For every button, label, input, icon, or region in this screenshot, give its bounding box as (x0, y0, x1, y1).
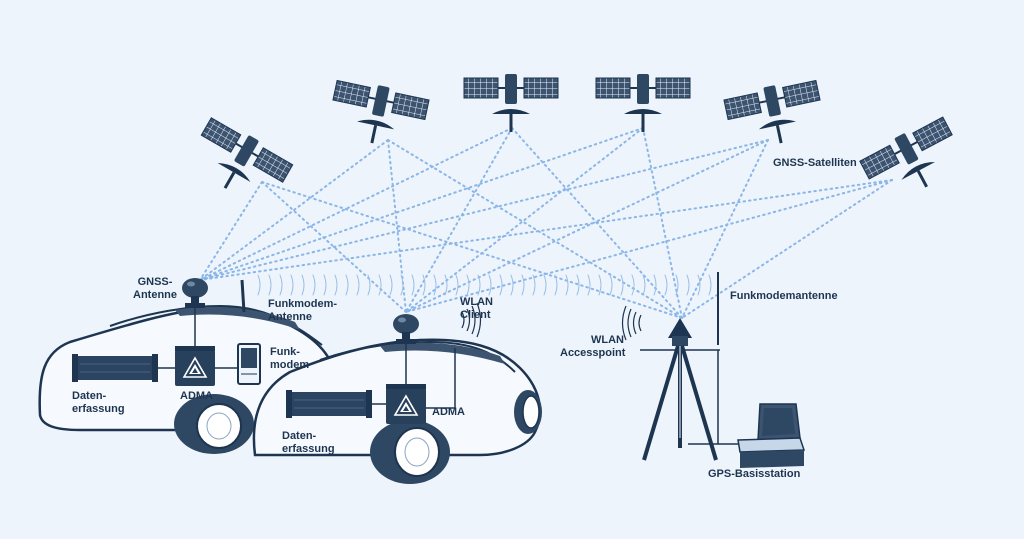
satellite (856, 112, 970, 211)
adma-icon (385, 383, 427, 425)
data-logger-icon (71, 353, 159, 383)
radio-modem-icon (237, 343, 261, 385)
signal-line (199, 127, 644, 281)
radio-antenna-station-label: Funkmodemantenne (730, 290, 838, 302)
gnss-antenna-icon (393, 314, 419, 344)
base-station-case (737, 403, 806, 468)
radio-antenna-vehicle-label: Funkmodem- Antenne (268, 298, 338, 323)
wlan-waves (461, 302, 642, 341)
signal-line (405, 139, 769, 313)
gps-base-station (640, 272, 806, 468)
signal-line (681, 139, 769, 319)
signal-line (405, 127, 644, 313)
adma-label-2: ADMA (432, 406, 465, 418)
radio-antenna-rod (240, 279, 246, 313)
signal-line (405, 127, 513, 313)
signal-line (199, 139, 769, 281)
gnss-satellites-label: GNSS-Satelliten (773, 157, 857, 169)
satellite (721, 75, 829, 155)
signal-line (199, 139, 389, 281)
signal-line (199, 179, 893, 281)
wlan-client-label: WLAN Client (460, 296, 493, 321)
data-acquisition-label-2: Daten- erfassung (282, 430, 335, 455)
vehicle-2 (252, 314, 542, 484)
gps-base-station-label: GPS-Basisstation (708, 468, 801, 480)
signal-line (642, 127, 683, 319)
signal-line (405, 179, 893, 313)
data-acquisition-label-1: Daten- erfassung (72, 390, 125, 415)
gnss-antenna-label: GNSS- Antenne (133, 276, 177, 301)
satellite (462, 72, 560, 134)
signal-line (387, 139, 683, 319)
signal-line (261, 181, 407, 313)
gnss-antenna-icon (182, 278, 208, 308)
wlan-accesspoint-label: WLAN Accesspoint (560, 334, 626, 359)
adma-icon (174, 345, 216, 387)
signal-line (261, 181, 683, 319)
satellite (594, 72, 692, 134)
satellite (324, 75, 432, 155)
data-logger-icon (285, 389, 373, 419)
adma-label-1: ADMA (180, 390, 213, 402)
radio-wave-arcs (257, 274, 712, 296)
radio-modem-label: Funk- modem (270, 346, 310, 371)
